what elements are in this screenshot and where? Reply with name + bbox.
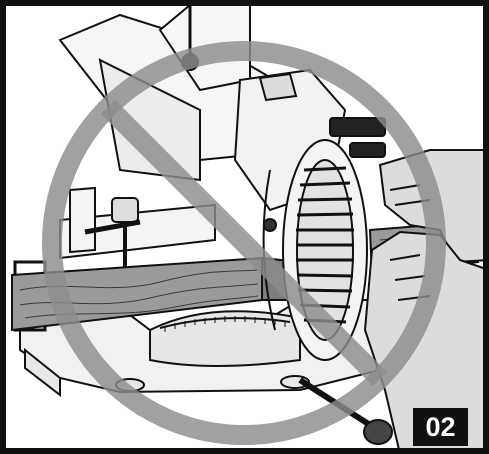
turntable-scale: [159, 316, 291, 332]
guard-fins: [296, 166, 354, 324]
step-number-badge: 02: [413, 408, 468, 446]
prohibition-sign: [42, 41, 446, 445]
